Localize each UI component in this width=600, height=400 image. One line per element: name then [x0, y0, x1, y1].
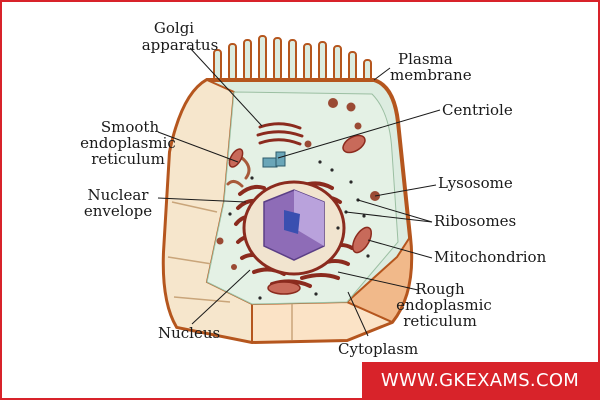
label-lysosome: Lysosome	[438, 174, 513, 192]
label-mitochondrion: Mitochondrion	[434, 248, 547, 266]
microvilli	[213, 35, 372, 87]
golgi-apparatus	[256, 122, 304, 146]
cut-face-right	[345, 234, 413, 324]
mitochondria	[228, 134, 373, 295]
label-centriole: Centriole	[442, 101, 513, 119]
label-nuclear-envelope-line1: Nuclear	[88, 186, 150, 204]
label-nucleus: Nucleus	[158, 324, 220, 342]
cut-face-divisions	[167, 201, 293, 340]
label-cytoplasm: Cytoplasm	[338, 340, 418, 358]
label-rough-er-line3: reticulum	[403, 312, 477, 330]
lysosomes	[216, 98, 380, 270]
label-nuclear-envelope-line2: envelope	[84, 202, 152, 220]
label-smooth-er-line2: endoplasmic	[80, 134, 176, 152]
label-golgi-line2: apparatus	[142, 36, 219, 54]
centriole	[262, 151, 286, 168]
label-rough-er-line1: Rough	[415, 280, 465, 298]
label-golgi-line1: Golgi	[154, 19, 194, 37]
watermark-banner: WWW.GKEXAMS.COM	[362, 362, 598, 398]
nucleus-cut-face	[294, 190, 324, 246]
label-ribosomes: Ribosomes	[434, 212, 516, 230]
leader-lines	[157, 47, 441, 337]
nucleolus	[284, 210, 300, 234]
ribosomes	[228, 160, 370, 300]
label-plasma-line1: Plasma	[398, 50, 453, 68]
label-smooth-er-line1: Smooth	[101, 118, 160, 136]
label-plasma-line2: membrane	[390, 66, 472, 84]
label-rough-er-line2: endoplasmic	[396, 296, 492, 314]
label-smooth-er-line3: reticulum	[91, 150, 165, 168]
